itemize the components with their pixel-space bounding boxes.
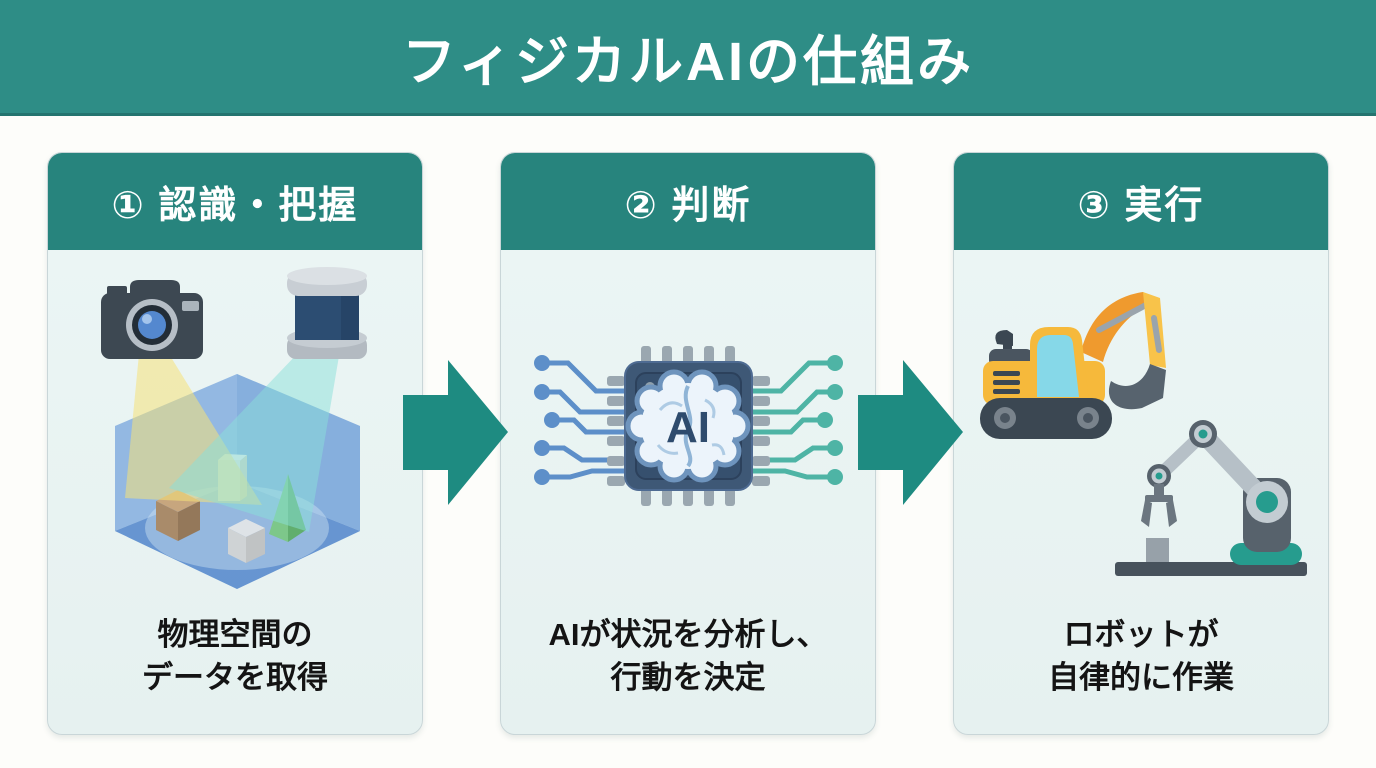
panel-recognition-header: ① 認識・把握 xyxy=(48,153,422,250)
ai-chip-illustration: AI xyxy=(534,346,843,506)
circuit-traces-left xyxy=(542,360,625,480)
caption-line: 自律的に作業 xyxy=(1048,659,1234,695)
panel-judgment-title: ② 判断 xyxy=(624,185,752,227)
lidar-beam xyxy=(169,352,339,532)
chip-pins xyxy=(607,346,770,506)
title-bar: フィジカルAIの仕組み xyxy=(0,0,1376,116)
excavator-icon xyxy=(980,292,1166,439)
lidar-sensor-icon xyxy=(287,267,367,359)
panel-judgment-body: AI AIが状況を分析し、 行動を決定 xyxy=(501,250,875,734)
caption-line: データを取得 xyxy=(142,659,328,695)
robot-arm-icon xyxy=(1115,420,1307,576)
caption-line: 行動を決定 xyxy=(610,659,766,695)
circuit-nodes-right xyxy=(817,355,843,485)
page-title: フィジカルAIの仕組み xyxy=(402,32,974,92)
ai-chip-icon: AI xyxy=(624,361,753,491)
panel-execution: ③ 実行 xyxy=(953,152,1329,735)
panel-recognition-title: ① 認識・把握 xyxy=(111,185,359,227)
circuit-nodes-left xyxy=(534,355,560,485)
flow-arrow-2 xyxy=(858,360,963,505)
panel-execution-header: ③ 実行 xyxy=(954,153,1328,250)
caption-line: 物理空間の xyxy=(157,617,313,652)
circuit-traces-right xyxy=(752,360,835,480)
sensing-illustration xyxy=(101,267,367,589)
panel-execution-body: ロボットが 自律的に作業 xyxy=(954,250,1328,734)
flow-arrow-1 xyxy=(403,360,508,505)
robots-illustration xyxy=(980,292,1307,576)
ai-chip-label: AI xyxy=(666,403,710,452)
panel-recognition-body: 物理空間の データを取得 xyxy=(48,250,422,734)
panel-judgment-caption: AIが状況を分析し、 行動を決定 xyxy=(549,614,828,700)
panel-execution-caption: ロボットが 自律的に作業 xyxy=(1048,614,1234,700)
brain-icon: AI xyxy=(625,369,751,483)
caption-line: AIが状況を分析し、 xyxy=(548,617,828,652)
content-area: ① 認識・把握 xyxy=(0,113,1376,768)
panel-judgment-header: ② 判断 xyxy=(501,153,875,250)
panel-recognition: ① 認識・把握 xyxy=(47,152,423,735)
panel-judgment: ② 判断 xyxy=(500,152,876,735)
camera-icon xyxy=(101,280,203,359)
panel-execution-title: ③ 実行 xyxy=(1077,185,1205,227)
white-box-object xyxy=(228,519,265,563)
caption-line: ロボットが xyxy=(1063,617,1219,652)
panel-recognition-caption: 物理空間の データを取得 xyxy=(142,614,328,700)
